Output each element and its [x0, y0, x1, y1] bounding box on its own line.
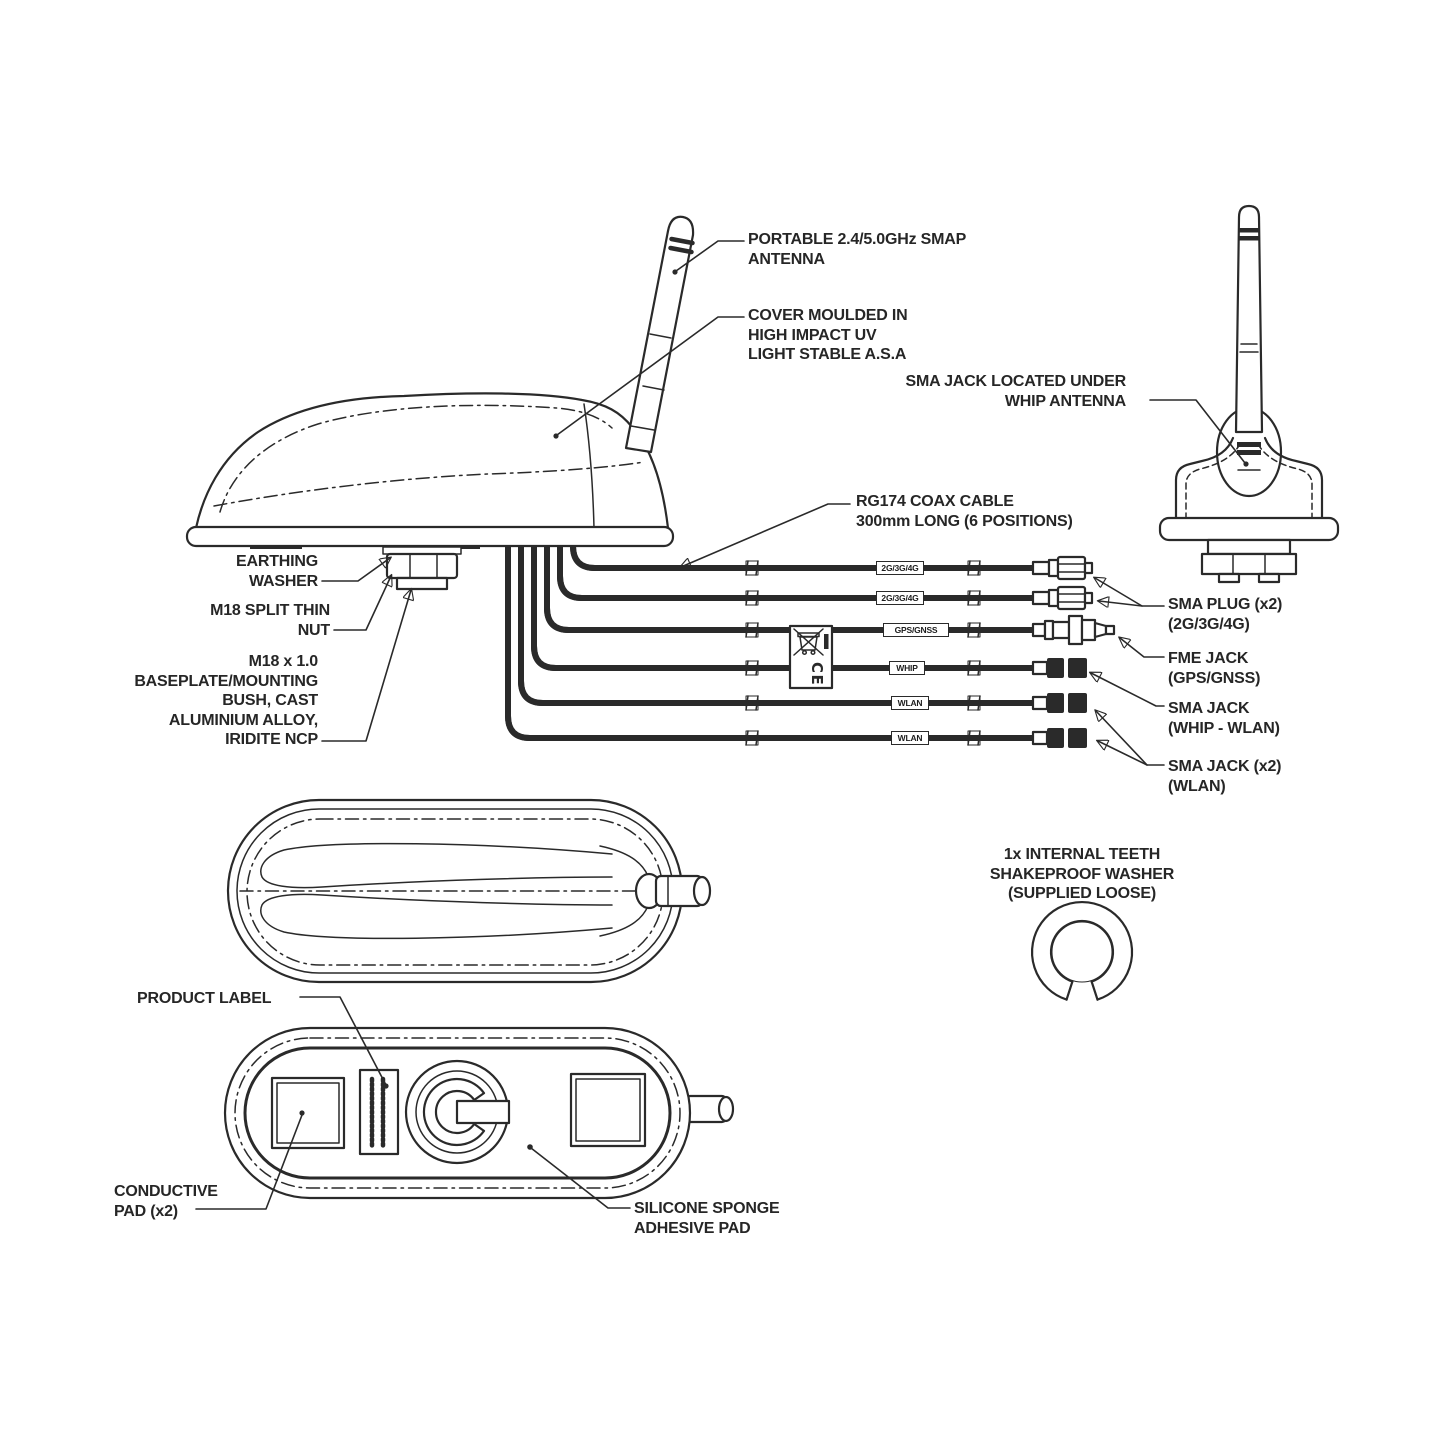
whip-stub-bottom: [684, 1094, 735, 1124]
leader-sma-jack-whip: [1091, 673, 1165, 707]
sma-jack-connector-wlan-2: [1031, 728, 1087, 748]
label-conductive-pad: CONDUCTIVE PAD (x2): [114, 1183, 218, 1220]
whip-antenna-side: [624, 215, 695, 454]
label-shakeproof-washer: 1x INTERNAL TEETH SHAKEPROOF WASHER (SUP…: [989, 846, 1175, 902]
sma-jack-connector-wlan-1: [1031, 693, 1087, 713]
label-sma-jack-under-whip: SMA JACK LOCATED UNDER WHIP ANTENNA: [905, 373, 1127, 410]
weee-icon: [793, 628, 824, 656]
leader-coax-cable: [681, 503, 851, 567]
fin-side-view: [185, 215, 695, 591]
cable-break-marks: [745, 560, 981, 746]
leader-silicone-pad: [530, 1147, 631, 1209]
ce-mark: CE: [808, 662, 826, 686]
label-sma-jack-wlan: SMA JACK (x2) (WLAN): [1168, 758, 1282, 795]
whip-stub-top: [654, 874, 712, 908]
leader-portable-antenna: [675, 240, 745, 272]
leader-sma-jack-wlan-2: [1098, 741, 1148, 766]
cable-tag-whip: WHIP: [889, 661, 925, 675]
cable-tag-gpsgnss: GPS/GNSS: [883, 623, 949, 637]
leader-product-label: [299, 996, 387, 1086]
label-m18-split-thin-nut: M18 SPLIT THIN NUT: [210, 602, 330, 639]
leader-cover: [556, 316, 745, 436]
conductive-pad-left: [270, 1076, 346, 1150]
leader-sma-plug-2: [1099, 601, 1143, 606]
sma-jack-connector-whip: [1031, 658, 1087, 678]
cable-tag-2g3g4g-1: 2G/3G/4G: [876, 561, 924, 575]
bottom-view: [223, 1026, 735, 1200]
label-coax-cable: RG174 COAX CABLE 300mm LONG (6 POSITIONS…: [856, 493, 1073, 530]
label-m18-baseplate: M18 x 1.0 BASEPLATE/MOUNTING BUSH, CAST …: [134, 653, 318, 748]
label-sma-plug: SMA PLUG (x2) (2G/3G/4G): [1168, 596, 1283, 633]
mounting-bush-bottom: [404, 1059, 511, 1165]
front-flange: [1158, 516, 1340, 542]
shakeproof-washer-drawing: [1030, 900, 1134, 1001]
label-cover: COVER MOULDED IN HIGH IMPACT UV LIGHT ST…: [748, 307, 908, 363]
label-fme-jack: FME JACK (GPS/GNSS): [1168, 650, 1261, 687]
label-earthing-washer: EARTHING WASHER: [236, 553, 318, 590]
sma-plug-connector-1: [1031, 555, 1094, 581]
coax-cables: [505, 543, 1036, 746]
top-view: [226, 798, 712, 984]
leader-sma-jack-under-whip: [1149, 399, 1246, 464]
sma-plug-connector-2: [1031, 585, 1094, 611]
cable-tag-wlan-2: WLAN: [891, 731, 929, 745]
leader-fme-jack: [1120, 638, 1165, 658]
leader-earthing-washer: [321, 558, 390, 582]
leader-conductive-pad: [195, 1114, 303, 1210]
front-nut-stack: [1200, 538, 1298, 584]
conductive-pad-right: [569, 1072, 647, 1148]
label-product-label: PRODUCT LABEL: [137, 990, 272, 1007]
front-view-antenna: [1158, 204, 1340, 584]
leader-lines: [195, 240, 1249, 1210]
compliance-tag: CE: [788, 624, 834, 690]
cable-tag-wlan-1: WLAN: [891, 696, 929, 710]
fme-jack-connector: [1031, 614, 1116, 646]
label-portable-antenna: PORTABLE 2.4/5.0GHz SMAP ANTENNA: [748, 231, 967, 268]
mounting-nut-assembly: [382, 546, 462, 591]
leader-m18-nut: [333, 576, 391, 631]
tag-bar: [824, 634, 829, 649]
label-silicone-pad: SILICONE SPONGE ADHESIVE PAD: [634, 1200, 780, 1237]
label-sma-jack-whip: SMA JACK (WHIP - WLAN): [1168, 700, 1280, 737]
leader-m18-baseplate: [321, 590, 411, 742]
whip-antenna-front: [1234, 204, 1264, 471]
cable-tag-2g3g4g-2: 2G/3G/4G: [876, 591, 924, 605]
baseplate: [185, 525, 675, 548]
